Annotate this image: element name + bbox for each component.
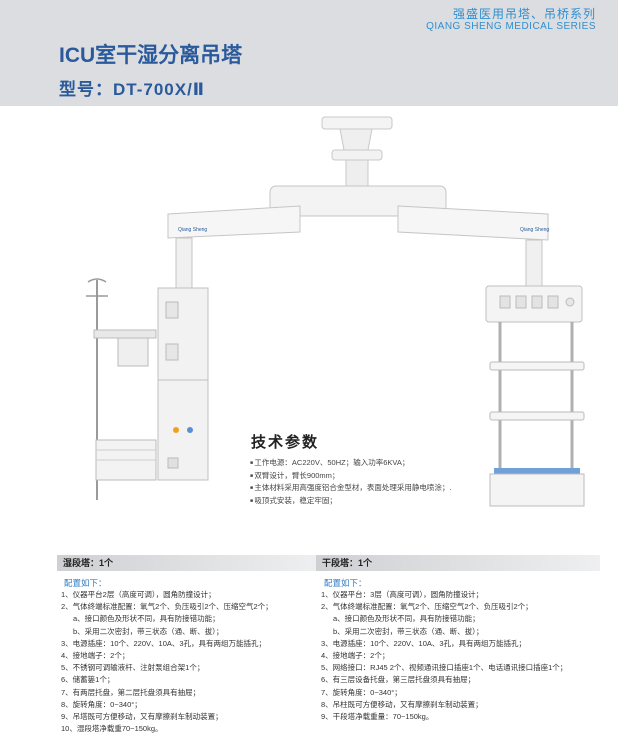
gas-outlet xyxy=(173,427,179,433)
pendant-illustration: Qiang Sheng Qiang Sheng xyxy=(86,116,585,507)
left-arm xyxy=(167,205,301,239)
config-item: 8、吊柱既可方便移动，又有摩擦刹车制动装置； xyxy=(321,699,483,709)
config-item: 2、气体终端标准配置：氧气2个、负压吸引2个、压缩空气2个； xyxy=(61,602,273,612)
brand-name-cn: 强盛医用吊塔、吊桥系列 xyxy=(452,7,596,21)
wet-config-list: 1、仪器平台2层（高度可调），圆角防撞设计； 2、气体终端标准配置：氧气2个、负… xyxy=(61,589,273,735)
wet-outlet-panel xyxy=(165,301,179,319)
tech-spec-title: 技术参数 xyxy=(251,434,320,451)
right-arm xyxy=(397,205,549,241)
config-subitem: b、采用二次密封，带三状态（通、断、拔）； xyxy=(333,626,484,636)
dry-config-list: 1、仪器平台：3层（高度可调），圆角防撞设计； 2、气体终端标准配置：氧气2个、… xyxy=(321,589,567,723)
config-item: 7、有两层托盘，第二层托盘须具有抽屉； xyxy=(61,687,201,697)
config-item: 2、气体终端标准配置：氧气2个、压缩空气2个、负压吸引2个； xyxy=(321,602,533,612)
config-item: 3、电源插座：10个、220V、10A、3孔，具有两组万能插孔； xyxy=(321,638,527,648)
ceiling-column xyxy=(339,128,373,151)
config-item: 3、电源插座：10个、220V、10A、3孔，具有两组万能插孔； xyxy=(61,638,267,648)
product-title: ICU室干湿分离吊塔 xyxy=(59,44,243,67)
page-header: 强盛医用吊塔、吊桥系列 QIANG SHENG MEDICAL SERIES I… xyxy=(0,0,618,106)
product-model: 型号：DT-700X/Ⅱ xyxy=(59,80,206,99)
config-item: 4、接地端子：2个； xyxy=(61,651,130,661)
ceiling-plate xyxy=(321,116,393,130)
dry-shelf xyxy=(489,361,585,371)
tech-spec-item: 双臂设计，臂长900mm； xyxy=(250,470,452,483)
dry-section-heading: 干段塔：1个 xyxy=(316,555,600,571)
config-item: 1、仪器平台：3层（高度可调），圆角防撞设计； xyxy=(321,590,484,599)
config-item: 6、有三层设备托盘，第三层托盘须具有抽屉； xyxy=(321,675,476,685)
config-item: 8、旋转角度：0~340°； xyxy=(61,699,142,709)
brand-name-en: QIANG SHENG MEDICAL SERIES xyxy=(426,21,596,32)
config-subitem: a、接口颜色及形状不同，具有防接错功能； xyxy=(73,614,220,624)
tech-spec-item: 工作电源：AC220V、50HZ；输入功率6KVA； xyxy=(250,457,452,470)
arm-logo-right: Qiang Sheng xyxy=(520,227,549,233)
wet-column xyxy=(157,287,209,481)
config-item: 10、湿段塔净载重70~150kg。 xyxy=(61,724,163,734)
arm-logo-left: Qiang Sheng xyxy=(178,227,207,233)
config-item: 1、仪器平台2层（高度可调），圆角防撞设计； xyxy=(61,590,216,599)
config-item: 9、吊塔既可方便移动，又有摩擦刹车制动装置； xyxy=(61,712,223,722)
config-item: 6、储蓄篓1个； xyxy=(61,675,115,685)
config-item: 5、不锈钢可调输液杆、注射泵组合架1个； xyxy=(61,663,205,673)
dry-drawer xyxy=(489,473,585,507)
config-item: 9、干段塔净载重量：70~150kg。 xyxy=(321,712,434,722)
config-subitem: a、接口颜色及形状不同，具有防接错功能； xyxy=(333,614,480,624)
wet-section-heading: 湿段塔：1个 xyxy=(57,555,319,571)
tech-spec-item: 主体材料采用高强度铝合金型材，表面处理采用静电喷涂；. xyxy=(250,482,451,495)
dry-config-title: 配置如下： xyxy=(324,578,367,588)
wet-config-title: 配置如下： xyxy=(64,578,107,588)
pump-bracket xyxy=(93,329,157,339)
tech-spec-item: 吸顶式安装，稳定牢固； xyxy=(250,495,452,508)
config-item: 5、网络接口：RJ45 2个、视频通讯接口插座1个、电话通讯接口插座1个； xyxy=(321,663,568,673)
config-item: 7、旋转角度：0~340°； xyxy=(321,687,402,697)
tech-spec-list: 工作电源：AC220V、50HZ；输入功率6KVA； 双臂设计，臂长900mm；… xyxy=(250,457,452,508)
config-item: 4、接地端子：2个； xyxy=(321,651,390,661)
config-subitem: b、采用二次密封，带三状态（通、断、拔）； xyxy=(73,626,224,636)
